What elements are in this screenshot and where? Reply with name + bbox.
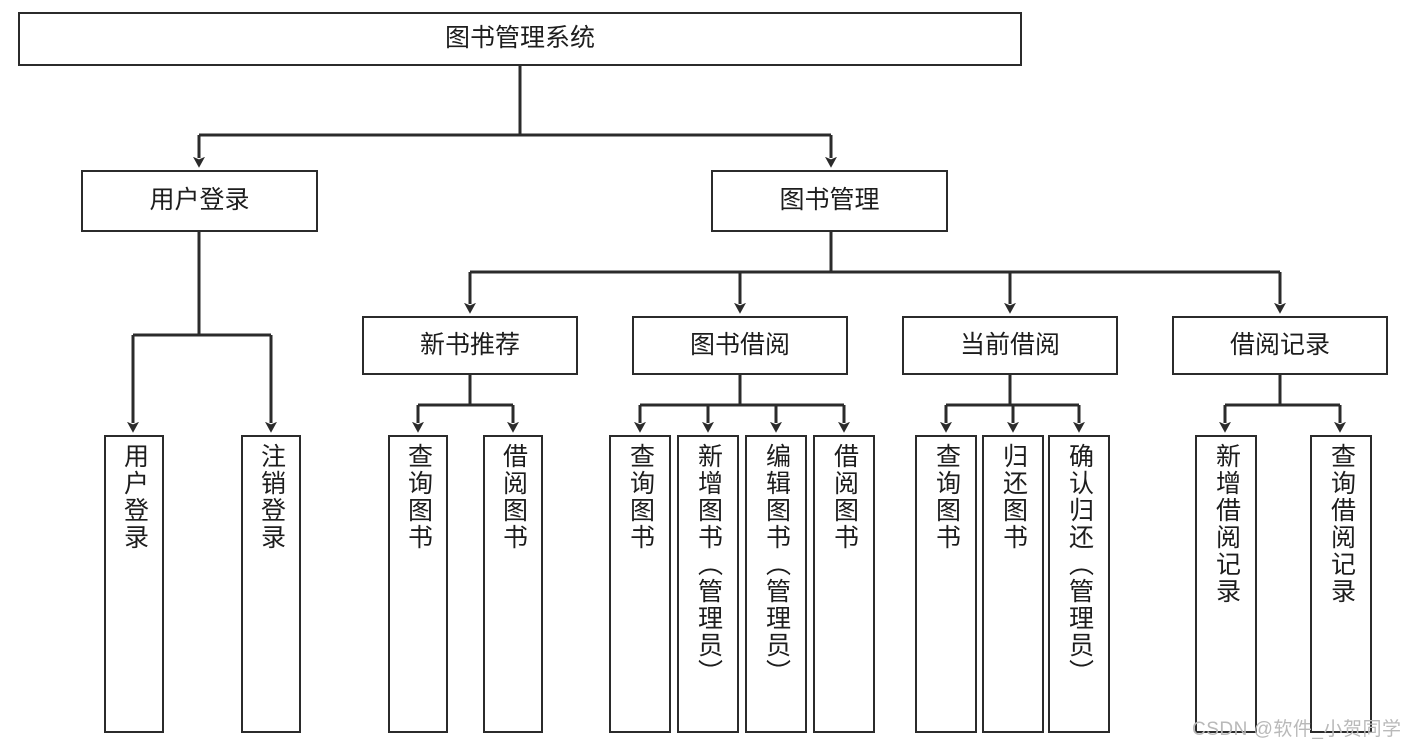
node-label: 确认归还（管理员） — [1065, 443, 1094, 686]
leaf-node-add-book-admin[interactable]: 新增图书（管理员） — [677, 435, 739, 733]
node-label: 借阅图书 — [830, 443, 859, 551]
node-new-book-recommendation[interactable]: 新书推荐 — [362, 316, 578, 375]
node-label: 归还图书 — [999, 443, 1028, 551]
leaf-node-query-book-current[interactable]: 查询图书 — [915, 435, 977, 733]
node-label: 用户登录 — [120, 443, 149, 551]
node-book-management[interactable]: 图书管理 — [711, 170, 948, 232]
node-label: 编辑图书（管理员） — [762, 443, 791, 686]
node-label: 图书借阅 — [689, 330, 790, 359]
node-label: 当前借阅 — [959, 330, 1060, 359]
node-label: 新增借阅记录 — [1212, 443, 1241, 605]
node-user-login[interactable]: 用户登录 — [81, 170, 318, 232]
leaf-node-confirm-return-admin[interactable]: 确认归还（管理员） — [1048, 435, 1110, 733]
node-label: 查询图书 — [932, 443, 961, 551]
node-label: 查询图书 — [404, 443, 433, 551]
node-label: 新书推荐 — [419, 330, 520, 359]
leaf-node-query-book-borrow[interactable]: 查询图书 — [609, 435, 671, 733]
node-label: 借阅图书 — [499, 443, 528, 551]
node-current-borrow[interactable]: 当前借阅 — [902, 316, 1118, 375]
leaf-node-return-book[interactable]: 归还图书 — [982, 435, 1044, 733]
node-label: 注销登录 — [257, 443, 286, 551]
node-book-borrow[interactable]: 图书借阅 — [632, 316, 848, 375]
node-label: 借阅记录 — [1229, 330, 1330, 359]
node-label: 图书管理系统 — [444, 24, 595, 53]
leaf-node-edit-book-admin[interactable]: 编辑图书（管理员） — [745, 435, 807, 733]
leaf-node-query-borrow-record[interactable]: 查询借阅记录 — [1310, 435, 1372, 733]
node-label: 查询图书 — [626, 443, 655, 551]
node-label: 新增图书（管理员） — [694, 443, 723, 686]
leaf-node-query-book-recommendation[interactable]: 查询图书 — [388, 435, 448, 733]
leaf-node-add-borrow-record[interactable]: 新增借阅记录 — [1195, 435, 1257, 733]
leaf-node-borrow-book[interactable]: 借阅图书 — [813, 435, 875, 733]
leaf-node-borrow-book-recommendation[interactable]: 借阅图书 — [483, 435, 543, 733]
leaf-node-user-login[interactable]: 用户登录 — [104, 435, 164, 733]
leaf-node-logout[interactable]: 注销登录 — [241, 435, 301, 733]
node-label: 图书管理 — [779, 186, 880, 215]
node-label: 查询借阅记录 — [1327, 443, 1356, 605]
node-label: 用户登录 — [149, 186, 250, 215]
node-book-management-system[interactable]: 图书管理系统 — [18, 12, 1022, 66]
node-borrow-record[interactable]: 借阅记录 — [1172, 316, 1388, 375]
